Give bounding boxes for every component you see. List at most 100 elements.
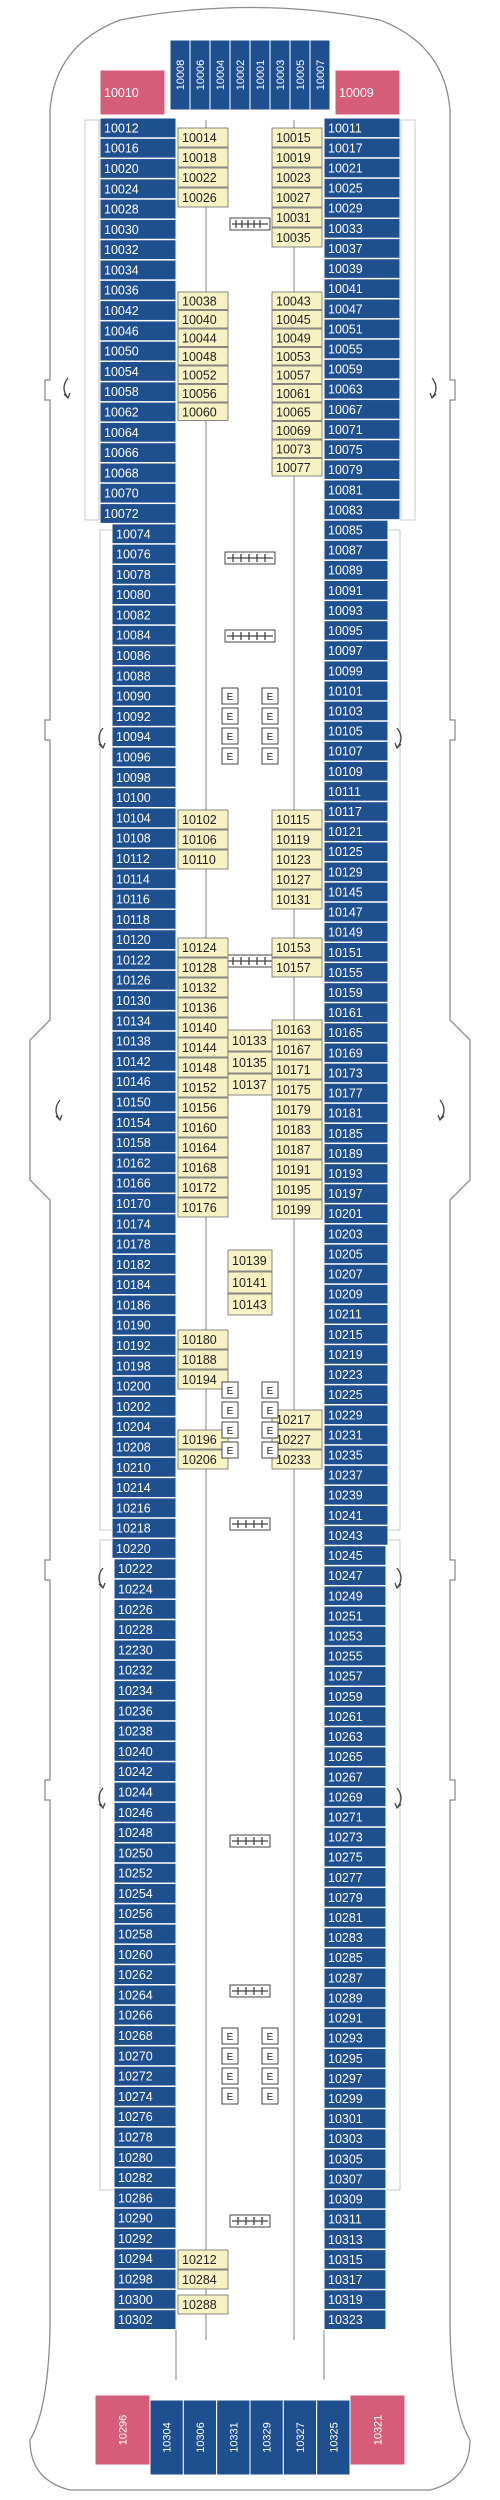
cabin-inner-right-28[interactable]: 10183 bbox=[271, 1119, 323, 1140]
cabin-left-65[interactable]: 10208 bbox=[111, 1436, 177, 1458]
cabin-right-23[interactable]: 10091 bbox=[323, 580, 389, 601]
cabin-left-24[interactable]: 10082 bbox=[111, 604, 177, 626]
cabin-right-78[interactable]: 10259 bbox=[323, 1686, 387, 1707]
cabin-right-79[interactable]: 10261 bbox=[323, 1706, 387, 1727]
cabin-inner-left-27[interactable]: 10176 bbox=[177, 1197, 229, 1218]
cabin-right-49[interactable]: 10181 bbox=[323, 1102, 389, 1124]
cabin-inner-right-14[interactable]: 10073 bbox=[271, 439, 323, 458]
cabin-right-103[interactable]: 10309 bbox=[323, 2188, 387, 2210]
cabin-right-86[interactable]: 10275 bbox=[323, 1846, 387, 1868]
cabin-inner-left-16[interactable]: 10132 bbox=[177, 977, 229, 998]
cabin-right-8[interactable]: 10041 bbox=[323, 278, 401, 299]
cabin-bow-6[interactable]: 10005 bbox=[289, 39, 311, 111]
cabin-stern-3[interactable]: 10329 bbox=[249, 2399, 284, 2476]
cabin-inner-left-5[interactable]: 10040 bbox=[177, 310, 229, 329]
cabin-right-63[interactable]: 10225 bbox=[323, 1384, 389, 1405]
cabin-left-100[interactable]: 10280 bbox=[113, 2146, 177, 2168]
cabin-right-35[interactable]: 10121 bbox=[323, 821, 389, 842]
cabin-right-45[interactable]: 10165 bbox=[323, 1022, 389, 1044]
cabin-right-1[interactable]: 10017 bbox=[323, 137, 401, 159]
cabin-right-9[interactable]: 10047 bbox=[323, 298, 401, 320]
cabin-right-74[interactable]: 10251 bbox=[323, 1605, 387, 1627]
cabin-inner-left-22[interactable]: 10156 bbox=[177, 1097, 229, 1118]
cabin-right-38[interactable]: 10145 bbox=[323, 881, 389, 903]
cabin-inner-right-2[interactable]: 10023 bbox=[271, 167, 323, 188]
cabin-right-57[interactable]: 10207 bbox=[323, 1263, 389, 1285]
cabin-left-17[interactable]: 10068 bbox=[99, 462, 177, 484]
cabin-inner-left-18[interactable]: 10140 bbox=[177, 1017, 229, 1038]
cabin-right-67[interactable]: 10237 bbox=[323, 1464, 389, 1486]
cabin-left-60[interactable]: 10192 bbox=[111, 1335, 177, 1356]
cabin-inner-right-35[interactable]: 10233 bbox=[271, 1449, 323, 1470]
cabin-inner-center-4[interactable]: 10141 bbox=[227, 1271, 273, 1294]
cabin-left-31[interactable]: 10096 bbox=[111, 746, 177, 768]
cabin-right-24[interactable]: 10093 bbox=[323, 600, 389, 621]
cabin-right-43[interactable]: 10159 bbox=[323, 982, 389, 1003]
cabin-right-2[interactable]: 10021 bbox=[323, 157, 401, 179]
cabin-left-39[interactable]: 10118 bbox=[111, 908, 177, 930]
cabin-inner-center-5[interactable]: 10143 bbox=[227, 1293, 273, 1316]
cabin-inner-right-8[interactable]: 10049 bbox=[271, 328, 323, 347]
cabin-right-80[interactable]: 10263 bbox=[323, 1726, 387, 1747]
cabin-left-50[interactable]: 10158 bbox=[111, 1132, 177, 1153]
cabin-inner-center-1[interactable]: 10135 bbox=[227, 1051, 273, 1074]
cabin-right-31[interactable]: 10107 bbox=[323, 740, 389, 762]
cabin-right-65[interactable]: 10231 bbox=[323, 1424, 389, 1446]
cabin-left-54[interactable]: 10174 bbox=[111, 1213, 177, 1235]
cabin-right-54[interactable]: 10201 bbox=[323, 1203, 389, 1224]
cabin-right-41[interactable]: 10151 bbox=[323, 941, 389, 963]
cabin-bow-1[interactable]: 10006 bbox=[189, 39, 211, 111]
cabin-right-18[interactable]: 10081 bbox=[323, 479, 401, 501]
cabin-left-64[interactable]: 10204 bbox=[111, 1416, 177, 1438]
cabin-right-109[interactable]: 10323 bbox=[323, 2309, 387, 2330]
cabin-stern-corner-left[interactable]: 10296 bbox=[94, 2394, 151, 2466]
cabin-inner-left-31[interactable]: 10196 bbox=[177, 1429, 229, 1450]
cabin-left-16[interactable]: 10066 bbox=[99, 442, 177, 463]
cabin-left-6[interactable]: 10032 bbox=[99, 239, 177, 261]
cabin-inner-right-25[interactable]: 10171 bbox=[271, 1059, 323, 1080]
cabin-inner-right-30[interactable]: 10191 bbox=[271, 1159, 323, 1180]
cabin-right-33[interactable]: 10111 bbox=[323, 781, 389, 802]
cabin-left-37[interactable]: 10114 bbox=[111, 868, 177, 890]
cabin-left-45[interactable]: 10138 bbox=[111, 1030, 177, 1052]
cabin-right-20[interactable]: 10085 bbox=[323, 519, 389, 541]
cabin-left-101[interactable]: 10282 bbox=[113, 2167, 177, 2188]
cabin-bow-corner-right[interactable]: 10009 bbox=[334, 69, 401, 116]
cabin-left-93[interactable]: 10266 bbox=[113, 2004, 177, 2026]
cabin-left-53[interactable]: 10170 bbox=[111, 1193, 177, 1214]
cabin-right-100[interactable]: 10303 bbox=[323, 2128, 387, 2150]
cabin-left-69[interactable]: 10218 bbox=[111, 1517, 177, 1539]
cabin-right-106[interactable]: 10315 bbox=[323, 2249, 387, 2270]
cabin-right-56[interactable]: 10205 bbox=[323, 1243, 389, 1265]
cabin-left-12[interactable]: 10054 bbox=[99, 361, 177, 382]
cabin-left-97[interactable]: 10274 bbox=[113, 2085, 177, 2107]
cabin-right-85[interactable]: 10273 bbox=[323, 1826, 387, 1848]
cabin-left-22[interactable]: 10078 bbox=[111, 563, 177, 585]
cabin-left-57[interactable]: 10184 bbox=[111, 1274, 177, 1296]
cabin-right-104[interactable]: 10311 bbox=[323, 2208, 387, 2230]
cabin-left-19[interactable]: 10072 bbox=[99, 503, 177, 524]
cabin-left-61[interactable]: 10198 bbox=[111, 1355, 177, 1377]
cabin-inner-right-11[interactable]: 10061 bbox=[271, 384, 323, 403]
cabin-inner-center-0[interactable]: 10133 bbox=[227, 1029, 273, 1052]
cabin-right-84[interactable]: 10271 bbox=[323, 1806, 387, 1828]
cabin-left-70[interactable]: 10220 bbox=[111, 1538, 177, 1559]
cabin-left-66[interactable]: 10210 bbox=[111, 1456, 177, 1478]
cabin-inner-left-0[interactable]: 10014 bbox=[177, 127, 229, 148]
cabin-right-107[interactable]: 10317 bbox=[323, 2269, 387, 2290]
cabin-inner-left-15[interactable]: 10128 bbox=[177, 957, 229, 978]
cabin-bow-2[interactable]: 10004 bbox=[209, 39, 231, 111]
cabin-inner-right-13[interactable]: 10069 bbox=[271, 421, 323, 440]
cabin-right-29[interactable]: 10103 bbox=[323, 700, 389, 722]
cabin-left-58[interactable]: 10186 bbox=[111, 1294, 177, 1316]
cabin-right-89[interactable]: 10281 bbox=[323, 1907, 387, 1928]
cabin-left-108[interactable]: 10302 bbox=[113, 2309, 177, 2331]
cabin-right-92[interactable]: 10287 bbox=[323, 1967, 387, 1989]
cabin-right-77[interactable]: 10257 bbox=[323, 1665, 387, 1687]
cabin-right-95[interactable]: 10293 bbox=[323, 2027, 387, 2049]
cabin-inner-left-26[interactable]: 10172 bbox=[177, 1177, 229, 1198]
cabin-right-40[interactable]: 10149 bbox=[323, 921, 389, 943]
cabin-left-103[interactable]: 10290 bbox=[113, 2207, 177, 2229]
cabin-left-62[interactable]: 10200 bbox=[111, 1375, 177, 1397]
cabin-right-39[interactable]: 10147 bbox=[323, 901, 389, 923]
